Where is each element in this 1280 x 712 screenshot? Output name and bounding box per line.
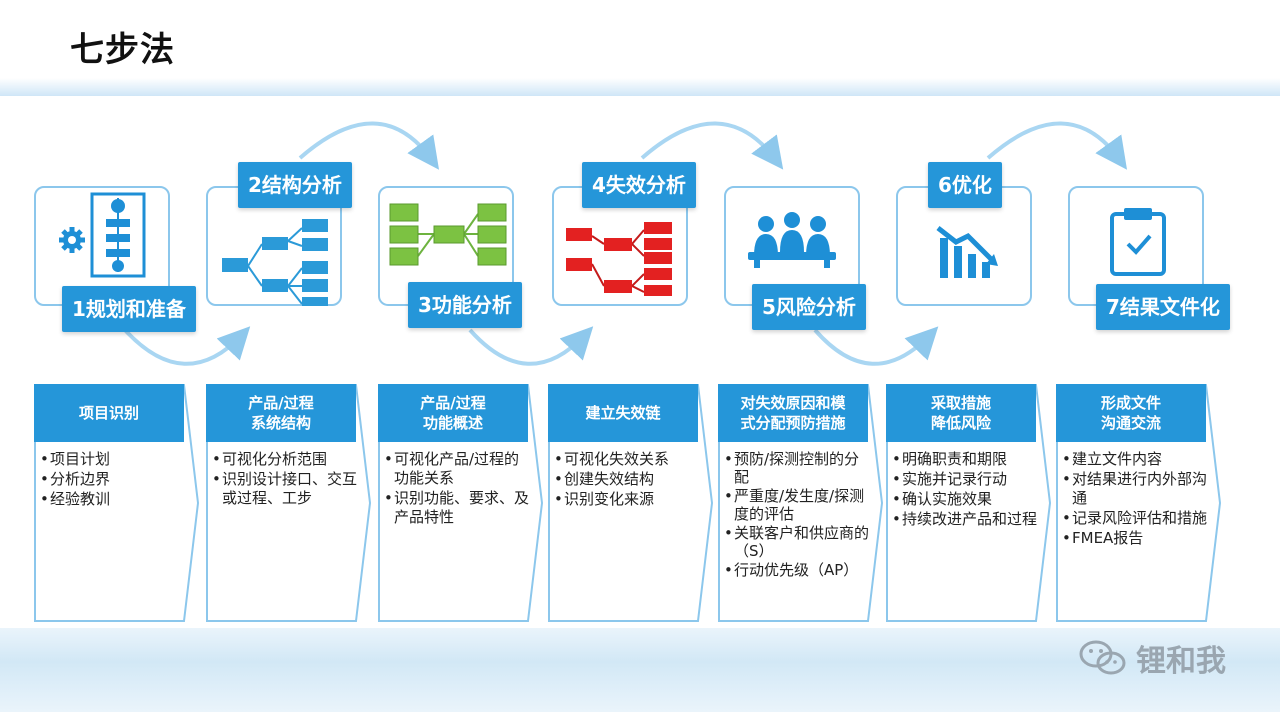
detail-head-6: 采取措施降低风险: [886, 384, 1036, 442]
step-label-4: 4失效分析: [582, 162, 696, 208]
tree-structure-icon: [222, 219, 328, 306]
watermark-text: 锂和我: [1136, 644, 1226, 679]
detail-head-5: 对失效原因和模式分配预防措施: [718, 384, 868, 442]
list-item: FMEA报告: [1062, 529, 1212, 548]
step-label-3: 3功能分析: [408, 282, 522, 328]
arc-5-6: [813, 326, 939, 366]
arc-2-3: [298, 121, 440, 170]
top-band: [0, 78, 1280, 96]
list-item: 识别设计接口、交互或过程、工步: [212, 470, 362, 508]
watermark: 锂和我: [1078, 636, 1226, 680]
detail-list-6: 明确职责和期限 实施并记录行动 确认实施效果 持续改进产品和过程: [892, 450, 1042, 530]
clipboard-check-icon: [1110, 208, 1166, 276]
list-item: 预防/探测控制的分配: [724, 450, 874, 486]
failure-network-icon: [566, 222, 672, 296]
list-item: 对结果进行内外部沟通: [1062, 470, 1212, 508]
list-item: 项目计划: [40, 450, 190, 469]
list-item: 记录风险评估和措施: [1062, 509, 1212, 528]
bottom-band: [0, 628, 1280, 712]
list-item: 识别变化来源: [554, 490, 704, 509]
detail-head-1: 项目识别: [34, 384, 184, 442]
list-item: 建立文件内容: [1062, 450, 1212, 469]
detail-list-4: 可视化失效关系 创建失效结构 识别变化来源: [554, 450, 704, 510]
detail-list-1: 项目计划 分析边界 经验教训: [40, 450, 190, 510]
declining-chart-icon: [936, 226, 998, 278]
list-item: 确认实施效果: [892, 490, 1042, 509]
detail-head-3: 产品/过程功能概述: [378, 384, 528, 442]
list-item: 持续改进产品和过程: [892, 510, 1042, 529]
step-label-1: 1规划和准备: [62, 286, 196, 332]
arc-1-2: [123, 326, 251, 366]
detail-head-2: 产品/过程系统结构: [206, 384, 356, 442]
detail-block-4: 建立失效链 可视化失效关系 创建失效结构 识别变化来源: [548, 384, 714, 622]
list-item: 可视化失效关系: [554, 450, 704, 469]
step-label-6: 6优化: [928, 162, 1002, 208]
detail-head-4: 建立失效链: [548, 384, 698, 442]
detail-list-5: 预防/探测控制的分配 严重度/发生度/探测度的评估 关联客户和供应商的（S） 行…: [724, 450, 874, 580]
detail-head-7: 形成文件沟通交流: [1056, 384, 1206, 442]
list-item: 明确职责和期限: [892, 450, 1042, 469]
detail-list-3: 可视化产品/过程的功能关系 识别功能、要求、及产品特性: [384, 450, 534, 528]
list-item: 实施并记录行动: [892, 470, 1042, 489]
arc-3-4: [468, 326, 594, 366]
list-item: 识别功能、要求、及产品特性: [384, 489, 534, 527]
detail-list-7: 建立文件内容 对结果进行内外部沟通 记录风险评估和措施 FMEA报告: [1062, 450, 1212, 549]
step-label-2: 2结构分析: [238, 162, 352, 208]
list-item: 可视化分析范围: [212, 450, 362, 469]
list-item: 严重度/发生度/探测度的评估: [724, 487, 874, 523]
list-item: 行动优先级（AP）: [724, 561, 874, 579]
detail-block-1: 项目识别 项目计划 分析边界 经验教训: [34, 384, 200, 622]
arc-4-5: [640, 121, 784, 170]
list-item: 经验教训: [40, 490, 190, 509]
list-item: 可视化产品/过程的功能关系: [384, 450, 534, 488]
wechat-icon: [1079, 640, 1126, 675]
list-item: 分析边界: [40, 470, 190, 489]
detail-list-2: 可视化分析范围 识别设计接口、交互或过程、工步: [212, 450, 362, 509]
list-item: 关联客户和供应商的（S）: [724, 524, 874, 560]
step-label-7: 7结果文件化: [1096, 284, 1230, 330]
meeting-icon: [748, 212, 836, 268]
function-network-icon: [389, 203, 507, 266]
gear-flow-icon: [59, 192, 146, 278]
arc-6-7: [986, 121, 1128, 170]
list-item: 创建失效结构: [554, 470, 704, 489]
page-title: 七步法: [70, 30, 175, 70]
step-label-5: 5风险分析: [752, 284, 866, 330]
